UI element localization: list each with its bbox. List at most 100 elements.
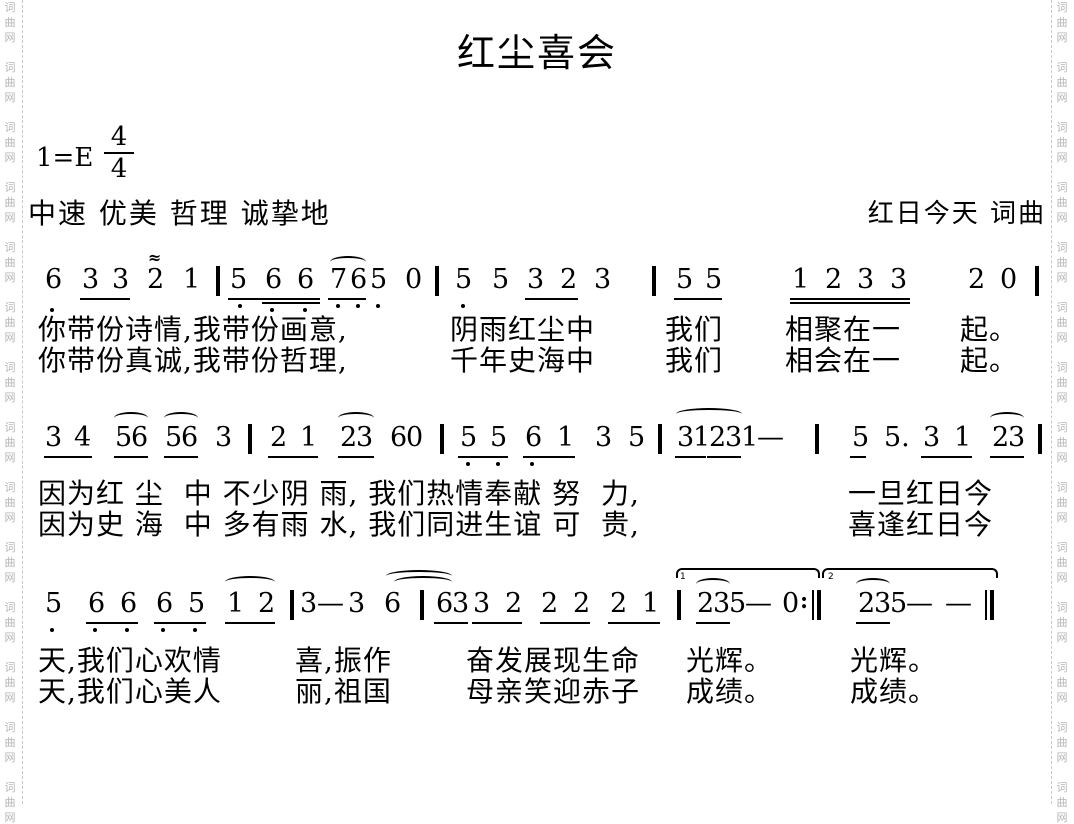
underline-beam	[338, 456, 374, 458]
volta-number: 1	[680, 572, 686, 582]
note: 2	[505, 588, 523, 619]
octave-dot	[238, 304, 242, 308]
note: —	[906, 588, 933, 619]
note: 3	[725, 422, 743, 453]
note: 5	[188, 588, 206, 619]
octave-dot	[303, 308, 307, 312]
underline-beam	[608, 622, 660, 624]
note: 3	[300, 588, 318, 619]
slur	[856, 578, 890, 590]
underline-beam	[86, 622, 138, 624]
watermark-char: 曲	[4, 316, 16, 329]
lyric-verse-1: 天,我们心欢情	[38, 644, 222, 677]
watermark-char: 词	[4, 1, 16, 14]
slur	[394, 576, 452, 588]
underline-beam	[856, 622, 890, 624]
watermark-char: 词	[4, 301, 16, 314]
note: 2	[709, 422, 727, 453]
watermark-char: 曲	[1056, 496, 1068, 509]
note: 3	[215, 422, 233, 453]
note: 5	[490, 422, 508, 453]
note: 3	[356, 422, 374, 453]
note: 6	[88, 588, 106, 619]
watermark-char: 词	[4, 661, 16, 674]
note: 6	[265, 264, 283, 295]
note: 1	[183, 264, 201, 295]
watermark-char: 词	[4, 361, 16, 374]
watermark-char: 词	[1056, 361, 1068, 374]
lyric-verse-2: 千年史海中	[450, 344, 596, 377]
watermark-char: 词	[4, 721, 16, 734]
watermark-char: 网	[1056, 151, 1068, 164]
underline-beam	[328, 298, 366, 300]
barline	[248, 424, 252, 454]
note: 5	[628, 422, 646, 453]
lyric-verse-1: 阴雨红尘中	[450, 313, 596, 346]
time-signature-bottom: 4	[110, 154, 128, 184]
note: 2	[147, 264, 165, 295]
underline-beam	[458, 456, 508, 458]
credit: 红日今天 词曲	[867, 199, 1046, 229]
watermark-char: 网	[4, 571, 16, 584]
tempo-expression: 中速 优美 哲理 诚挚地	[28, 197, 331, 230]
watermark-char: 曲	[1056, 676, 1068, 689]
note: 3	[348, 588, 366, 619]
watermark-char: 曲	[1056, 616, 1068, 629]
note: 2	[825, 264, 843, 295]
octave-dot	[93, 628, 97, 632]
octave-dot	[125, 628, 129, 632]
watermark-char: 词	[4, 241, 16, 254]
watermark-char: 曲	[4, 256, 16, 269]
volta-bracket-2	[822, 568, 998, 578]
underline-beam	[262, 302, 320, 304]
watermark-char: 曲	[1056, 76, 1068, 89]
barline	[815, 424, 819, 454]
watermark-char: 词	[1056, 121, 1068, 134]
octave-dot	[466, 462, 470, 466]
watermark-char: 网	[1056, 31, 1068, 44]
note: 6	[436, 588, 454, 619]
note: 7	[330, 264, 348, 295]
watermark-char: 曲	[4, 196, 16, 209]
watermark-char: 曲	[4, 76, 16, 89]
watermark-char: 网	[4, 691, 16, 704]
watermark-char: 网	[4, 271, 16, 284]
watermark-char: 词	[1056, 241, 1068, 254]
lyric-verse-2: 成绩。	[850, 675, 938, 708]
watermark-char: 网	[4, 811, 16, 824]
watermark-char: 曲	[4, 436, 16, 449]
note: —	[757, 422, 784, 453]
underline-beam	[434, 622, 468, 624]
note: 3	[45, 422, 63, 453]
watermark-char: 网	[4, 451, 16, 464]
note: 6	[297, 264, 315, 295]
watermark-char: 网	[1056, 691, 1068, 704]
barline	[652, 266, 656, 296]
watermark-char: 词	[4, 481, 16, 494]
note: 1	[557, 422, 575, 453]
note: 0	[782, 588, 800, 619]
underline-beam	[525, 298, 578, 300]
note: 6	[181, 422, 199, 453]
watermark-char: 词	[1056, 781, 1068, 794]
watermark-char: 网	[1056, 331, 1068, 344]
note: 3	[595, 422, 613, 453]
note: 3	[890, 264, 908, 295]
watermark-char: 词	[1056, 481, 1068, 494]
octave-dot	[376, 304, 380, 308]
note: 2	[270, 422, 288, 453]
note: 3	[713, 588, 731, 619]
barline	[1038, 424, 1042, 454]
trill-ornament: ≈	[148, 248, 162, 267]
note: —	[317, 588, 344, 619]
watermark-char: 词	[1056, 421, 1068, 434]
note: 5	[370, 264, 388, 295]
octave-dot	[356, 304, 360, 308]
underline-beam	[850, 456, 866, 458]
note: 3	[452, 588, 470, 619]
watermark-char: 曲	[1056, 136, 1068, 149]
lyric-verse-2: 成绩。	[686, 675, 774, 708]
barline	[420, 590, 424, 620]
note: 4	[74, 422, 92, 453]
